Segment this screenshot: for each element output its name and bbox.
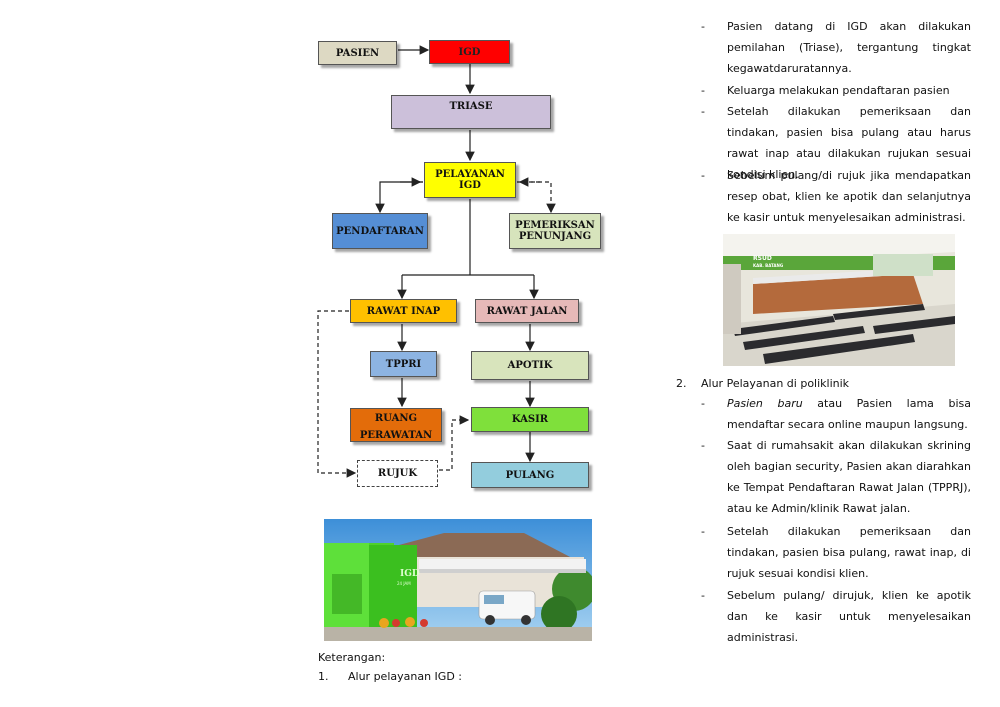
flow-box-label: PELAYANAN: [435, 169, 505, 180]
bullet-text: Sebelum pulang/di rujuk jika mendapatkan…: [727, 169, 971, 224]
igd-sign: IGD: [400, 569, 420, 579]
igd-section-heading: Alur pelayanan IGD :: [348, 670, 462, 683]
flow-box-triase: TRIASE: [391, 95, 551, 129]
igd-sign-sub-text: 24 JAM: [397, 581, 411, 586]
flow-box-label: PERAWATAN: [359, 430, 433, 441]
bullet-dash: -: [701, 169, 705, 182]
igd-bullet-4: - Sebelum pulang/di rujuk jika mendapatk…: [701, 165, 971, 228]
rsud-sign: RSUD KAB. BATANG: [753, 255, 783, 269]
waiting-room-photo: RSUD KAB. BATANG: [723, 234, 955, 366]
poli-bullet-2: - Saat di rumahsakit akan dilakukan skri…: [701, 435, 971, 519]
rsud-sign-text: RSUD: [753, 255, 772, 262]
bullet-text: Setelah dilakukan pemeriksaan dan tindak…: [727, 105, 971, 181]
igd-sign-sub: 24 JAM: [397, 581, 411, 586]
flow-box-label: TPPRI: [385, 358, 422, 370]
igd-section-heading-text: Alur pelayanan IGD :: [348, 670, 462, 683]
flow-box-label: PULANG: [505, 469, 555, 481]
igd-building-photo: IGD 24 JAM: [324, 519, 592, 641]
igd-section-number: 1.: [318, 670, 329, 683]
flow-box-pasien: PASIEN: [318, 41, 397, 65]
poli-bullet-1: - Pasien baru atau Pasien lama bisa mend…: [701, 393, 971, 435]
poli-bullet-3: - Setelah dilakukan pemeriksaan dan tind…: [701, 521, 971, 584]
flow-box-label: RAWAT JALAN: [486, 305, 568, 317]
igd-bullet-2: - Keluarga melakukan pendaftaran pasien: [701, 80, 971, 101]
flow-box-label: RUJUK: [377, 468, 418, 479]
flow-box-label: PEMERIKSAN: [515, 220, 595, 231]
flow-box-label: KASIR: [511, 414, 549, 425]
igd-section-number-text: 1.: [318, 670, 329, 683]
bullet-dash: -: [701, 589, 705, 602]
flow-box-pemeriksan-penunjang: PEMERIKSAN PENUNJANG: [509, 213, 601, 249]
flow-box-kasir: KASIR: [471, 407, 589, 432]
flow-box-ruang-perawatan: RUANG PERAWATAN: [350, 408, 442, 442]
keterangan-text: Keterangan:: [318, 651, 386, 664]
flow-box-apotik: APOTIK: [471, 351, 589, 380]
flow-box-rawat-inap: RAWAT INAP: [350, 299, 457, 323]
igd-sign-text: IGD: [400, 569, 420, 579]
bullet-dash: -: [701, 439, 705, 452]
flow-box-rujuk: RUJUK: [357, 460, 438, 487]
flow-box-tppri: TPPRI: [370, 351, 437, 377]
bullet-text: Sebelum pulang/ dirujuk, klien ke apotik…: [727, 589, 971, 644]
igd-bullet-1: - Pasien datang di IGD akan dilakukan pe…: [701, 16, 971, 79]
bullet-dash: -: [701, 397, 705, 410]
bullet-dash: -: [701, 105, 705, 118]
flow-box-pelayanan-igd: PELAYANAN IGD: [424, 162, 516, 198]
flow-box-label: PENDAFTARAN: [336, 225, 424, 237]
bullet-text: Pasien baru atau Pasien lama bisa mendaf…: [727, 393, 971, 435]
flow-box-rawat-jalan: RAWAT JALAN: [475, 299, 579, 323]
igd-bullet-3: - Setelah dilakukan pemeriksaan dan tind…: [701, 101, 971, 185]
flow-box-igd: IGD: [429, 40, 510, 64]
flow-box-label: PENUNJANG: [518, 231, 592, 242]
poliklinik-section-heading: Alur Pelayanan di poliklinik: [701, 377, 849, 390]
poliklinik-section-number: 2.: [676, 377, 687, 390]
bullet-text: Setelah dilakukan pemeriksaan dan tindak…: [727, 525, 971, 580]
flow-box-label: IGD: [458, 46, 481, 58]
flow-box-pulang: PULANG: [471, 462, 589, 488]
bullet-text-rest: atau Pasien lama bisa mendaftar secara o…: [727, 397, 972, 431]
flow-box-pendaftaran: PENDAFTARAN: [332, 213, 428, 249]
rsud-sign-text-2: KAB. BATANG: [753, 263, 784, 268]
bullet-dash: -: [701, 525, 705, 538]
keterangan-label: Keterangan:: [318, 651, 385, 664]
bullet-text: Pasien datang di IGD akan dilakukan pemi…: [727, 20, 971, 75]
flow-box-label: RUANG: [374, 413, 418, 424]
poliklinik-section-heading-text: Alur Pelayanan di poliklinik: [701, 377, 850, 390]
flow-box-label: APOTIK: [507, 360, 553, 371]
flow-box-label: TRIASE: [449, 101, 493, 112]
bullet-dash: -: [701, 20, 705, 33]
flow-box-label: PASIEN: [335, 47, 380, 59]
bullet-text: Saat di rumahsakit akan dilakukan skrini…: [727, 439, 971, 515]
bullet-text: Keluarga melakukan pendaftaran pasien: [727, 84, 950, 97]
poliklinik-section-number-text: 2.: [676, 377, 687, 390]
bullet-dash: -: [701, 84, 705, 97]
flow-box-label: IGD: [459, 180, 481, 191]
flow-box-label: RAWAT INAP: [366, 305, 441, 317]
bullet-text-italic: Pasien baru: [727, 397, 803, 410]
poli-bullet-4: - Sebelum pulang/ dirujuk, klien ke apot…: [701, 585, 971, 648]
